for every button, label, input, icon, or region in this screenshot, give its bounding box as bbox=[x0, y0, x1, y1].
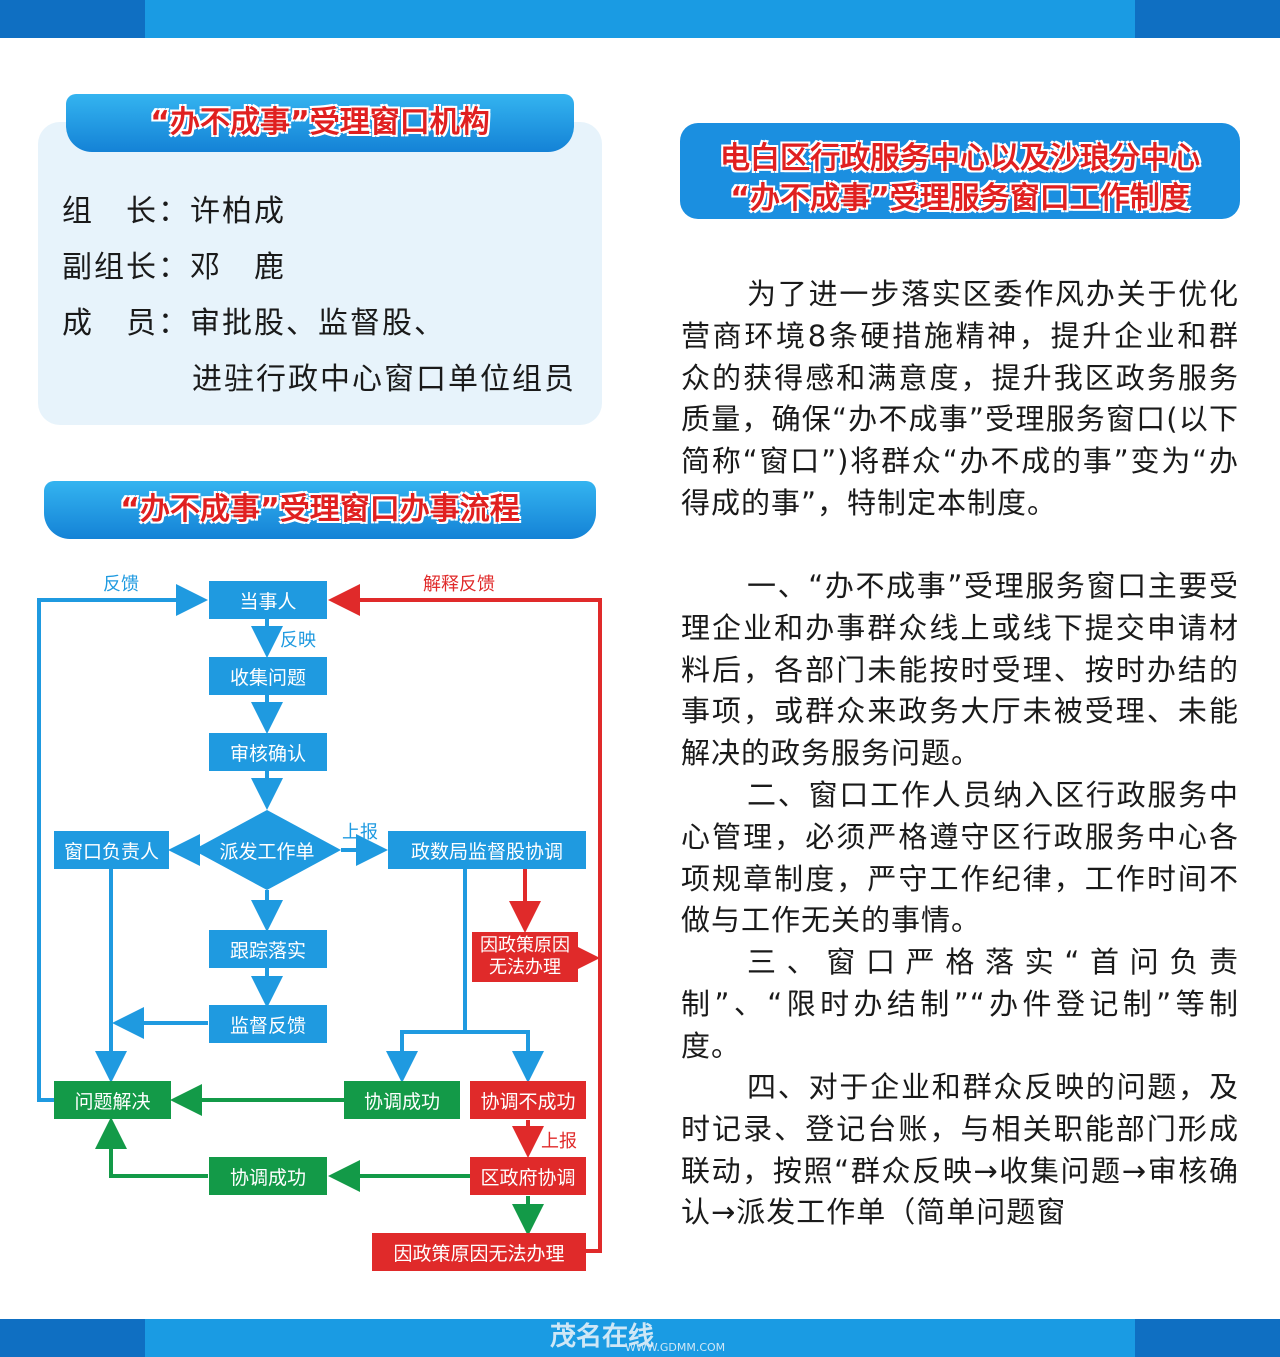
flow-node-coord-fail: 协调不成功 bbox=[470, 1081, 586, 1119]
flow-label-feedback: 反馈 bbox=[103, 574, 139, 595]
flow-node-bureau: 政数局监督股协调 bbox=[388, 831, 586, 869]
org-row-value: 邓 鹿 bbox=[190, 250, 286, 285]
flow-node-policy-small: 因政策原因无法办理 bbox=[472, 932, 578, 982]
top-band bbox=[0, 0, 1280, 38]
org-row-deputy: 副组长：邓 鹿 bbox=[62, 242, 286, 286]
org-row-label: 组 长： bbox=[62, 194, 190, 229]
flow-node-review: 审核确认 bbox=[209, 733, 327, 771]
bottom-band bbox=[0, 1319, 1280, 1357]
flow-node-district: 区政府协调 bbox=[470, 1157, 586, 1195]
policy-title-line2: “办不成事”受理服务窗口工作制度 bbox=[730, 181, 1190, 216]
flow-node-coord-ok-1: 协调成功 bbox=[344, 1081, 460, 1119]
flow-node-dispatch: 派发工作单 bbox=[219, 840, 315, 863]
policy-title-box: 电白区行政服务中心以及沙琅分中心 “办不成事”受理服务窗口工作制度 bbox=[680, 123, 1240, 219]
watermark-site: WWW.GDMM.COM bbox=[625, 1341, 726, 1354]
org-row-label: 成 员： bbox=[62, 306, 190, 341]
policy-paragraph-3: 三、窗口严格落实“首问负责制”、“限时办结制”“办件登记制”等制度。 bbox=[681, 945, 1239, 1063]
flow-node-policy-bottom: 因政策原因无法办理 bbox=[372, 1233, 586, 1271]
flow-title: “办不成事”受理窗口办事流程 bbox=[44, 481, 596, 539]
org-title: “办不成事”受理窗口机构 bbox=[66, 94, 574, 152]
flow-label-report-1: 上报 bbox=[342, 822, 378, 843]
flow-label-reflect: 反映 bbox=[280, 630, 316, 651]
policy-paragraph-1: 一、“办不成事”受理服务窗口主要受理企业和办事群众线上或线下提交申请材料后，各部… bbox=[681, 569, 1239, 771]
org-row-members: 成 员：审批股、监督股、 bbox=[62, 298, 446, 342]
watermark-brand: 茂名在线 bbox=[550, 1322, 655, 1352]
policy-paragraph-intro: 为了进一步落实区委作风办关于优化营商环境8条硬措施精神，提升企业和群众的获得感和… bbox=[681, 277, 1239, 520]
org-panel bbox=[38, 122, 602, 425]
org-row-label: 副组长： bbox=[62, 250, 190, 285]
flow-node-party: 当事人 bbox=[209, 581, 327, 619]
flow-node-track: 跟踪落实 bbox=[209, 930, 327, 968]
flow-node-coord-ok-2: 协调成功 bbox=[209, 1157, 327, 1195]
flow-node-collect: 收集问题 bbox=[209, 657, 327, 695]
org-row-value: 审批股、监督股、 bbox=[190, 306, 446, 341]
policy-title-line1: 电白区行政服务中心以及沙琅分中心 bbox=[720, 141, 1200, 176]
flow-label-explain-feedback: 解释反馈 bbox=[423, 574, 495, 595]
flow-label-report-2: 上报 bbox=[541, 1131, 577, 1152]
org-row-value: 进驻行政中心窗口单位组员 bbox=[192, 362, 576, 397]
org-row-value: 许柏成 bbox=[190, 194, 286, 229]
policy-paragraph-2: 二、窗口工作人员纳入区行政服务中心管理，必须严格遵守区行政服务中心各项规章制度，… bbox=[681, 778, 1239, 938]
org-row-leader: 组 长：许柏成 bbox=[62, 186, 286, 230]
flow-node-supervise: 监督反馈 bbox=[209, 1005, 327, 1043]
flow-node-solved: 问题解决 bbox=[54, 1081, 171, 1119]
policy-paragraph-4: 四、对于企业和群众反映的问题，及时记录、登记台账，与相关职能部门形成联动，按照“… bbox=[681, 1070, 1239, 1230]
flow-node-window-head: 窗口负责人 bbox=[54, 831, 169, 869]
org-row-members-cont: 进驻行政中心窗口单位组员 bbox=[192, 354, 576, 398]
